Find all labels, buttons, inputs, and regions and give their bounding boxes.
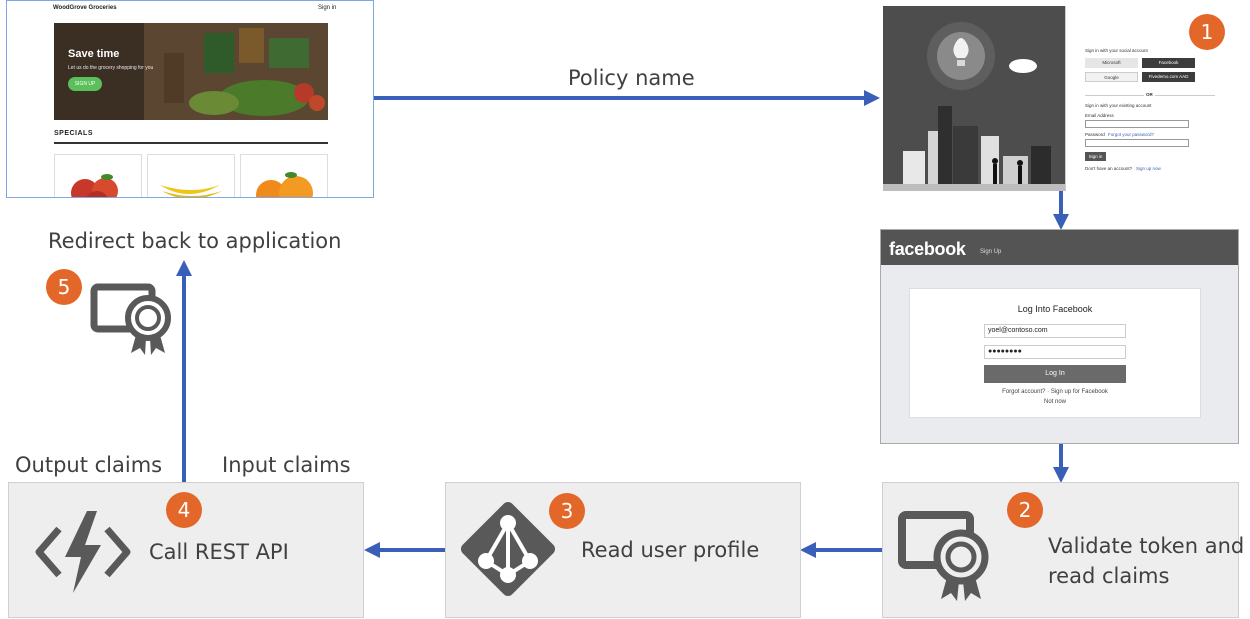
facebook-links-row: Forgot account? · Sign up for Facebook	[910, 389, 1200, 395]
facebook-login-card: Log Into Facebook yoel@contoso.com ●●●●●…	[909, 288, 1201, 418]
facebook-signup-link[interactable]: Sign Up	[980, 249, 1002, 255]
facebook-login-button[interactable]: Log In	[984, 365, 1126, 383]
hero-signup-button[interactable]: SIGN UP	[68, 77, 102, 91]
specials-divider	[54, 142, 328, 144]
redirect-certificate-icon	[90, 283, 171, 355]
function-bolt-icon	[35, 511, 131, 593]
forgot-password-link[interactable]: Forgot your password?	[1108, 132, 1155, 137]
validate-token-line2: read claims	[1048, 564, 1170, 588]
facebook-not-now-link[interactable]: Not now	[1043, 399, 1066, 405]
step-badge-5: 5	[46, 269, 82, 305]
no-account-text: Don't have an account?	[1085, 166, 1133, 171]
microsoft-signin-button[interactable]: Microsoft	[1085, 58, 1138, 68]
google-signin-button[interactable]: Google	[1085, 72, 1138, 82]
or-text: OR	[1144, 92, 1155, 97]
signin-submit-button[interactable]: Sign in	[1085, 152, 1106, 161]
facebook-signup-fb-link[interactable]: Sign up for Facebook	[1050, 389, 1108, 395]
output-claims-label: Output claims	[15, 453, 163, 477]
hero-title: Save time	[68, 48, 120, 60]
signup-now-link[interactable]: Sign up now	[1136, 166, 1161, 171]
email-input[interactable]	[1085, 120, 1189, 128]
step-badge-4: 4	[166, 492, 202, 528]
product-card-apples[interactable]	[54, 154, 142, 197]
specials-heading: SPECIALS	[54, 130, 94, 137]
social-heading: Sign in with your social account	[1085, 48, 1148, 53]
facebook-login-screenshot: facebook Sign Up Log Into Facebook yoel@…	[880, 229, 1239, 444]
hero-market-image	[54, 23, 328, 120]
directory-diamond-icon	[460, 501, 556, 597]
existing-heading: Sign in with your existing account	[1085, 103, 1152, 108]
b2c-signin-screenshot: Sign in with your social account Microso…	[883, 6, 1239, 191]
validate-token-box: Validate token and read claims	[882, 482, 1244, 618]
product-card-oranges[interactable]	[240, 154, 328, 197]
step-badge-2: 2	[1007, 492, 1043, 528]
hero-subtitle: Let us do the grocery shopping for you	[68, 65, 154, 71]
password-input[interactable]	[1085, 139, 1189, 147]
rest-api-label: Call REST API	[149, 540, 289, 564]
facebook-signin-button[interactable]: Facebook	[1142, 58, 1195, 68]
read-profile-label: Read user profile	[581, 538, 760, 562]
city-illustration	[883, 6, 1065, 191]
city-skyline-image	[883, 6, 1065, 191]
app-hero-banner: Save time Let us do the grocery shopping…	[54, 23, 328, 120]
apples-image	[71, 174, 118, 197]
app-sign-in-link[interactable]: Sign in	[318, 5, 337, 11]
redirect-label: Redirect back to application	[48, 229, 342, 253]
product-card-bananas[interactable]	[147, 154, 235, 197]
policy-name-label: Policy name	[568, 66, 695, 90]
aad-signin-button[interactable]: Fivedemo.com AAD	[1142, 72, 1195, 82]
app-brand: WoodGrove Groceries	[53, 5, 117, 11]
facebook-email-input[interactable]: yoel@contoso.com	[984, 324, 1126, 338]
read-profile-box: Read user profile	[445, 482, 801, 618]
facebook-logo: facebook	[889, 239, 966, 259]
input-claims-label: Input claims	[222, 453, 351, 477]
facebook-login-title: Log Into Facebook	[1017, 304, 1093, 314]
groceries-app-screenshot: WoodGrove Groceries Sign in Save time Le…	[6, 0, 374, 198]
facebook-header-bar	[881, 230, 1238, 265]
validate-token-line1: Validate token and	[1048, 534, 1245, 558]
facebook-link-separator: ·	[1047, 389, 1050, 395]
step-badge-1: 1	[1189, 14, 1225, 50]
certificate-icon	[898, 511, 989, 601]
password-label: Password	[1085, 132, 1105, 137]
bananas-image	[160, 185, 222, 197]
email-label: Email Address	[1085, 113, 1114, 118]
step-badge-3: 3	[549, 493, 585, 529]
facebook-forgot-link[interactable]: Forgot account?	[1002, 389, 1046, 395]
oranges-image	[256, 172, 313, 197]
facebook-password-input[interactable]: ●●●●●●●●	[984, 345, 1126, 359]
validate-token-label: Validate token and read claims	[1048, 531, 1244, 591]
